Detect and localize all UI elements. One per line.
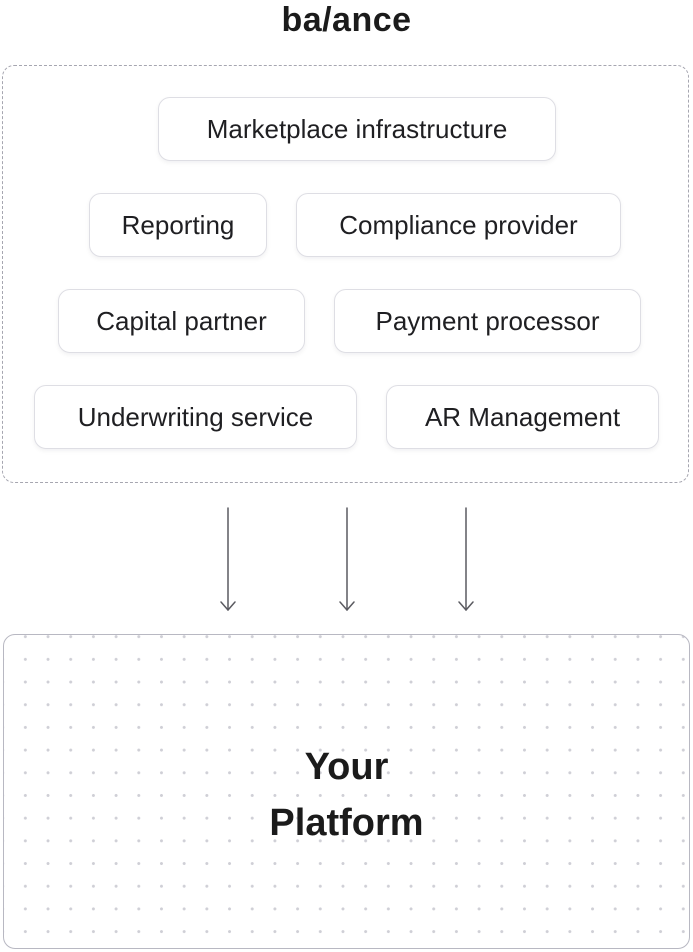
balance-logo: ba/ance (281, 1, 412, 39)
provider-compliance: Compliance provider (296, 193, 621, 257)
provider-capital-partner: Capital partner (58, 289, 305, 353)
your-platform-box: Your Platform (3, 634, 690, 949)
provider-reporting: Reporting (89, 193, 267, 257)
platform-title-line2: Platform (269, 802, 424, 844)
arrow-right (458, 507, 474, 611)
provider-underwriting-service: Underwriting service (34, 385, 357, 449)
provider-marketplace-infrastructure: Marketplace infrastructure (158, 97, 556, 161)
arrow-left (220, 507, 236, 611)
provider-group-frame (2, 65, 689, 483)
provider-ar-management: AR Management (386, 385, 659, 449)
flow-arrows (220, 507, 474, 611)
arrow-center (339, 507, 355, 611)
platform-title-line1: Your (304, 746, 389, 788)
provider-payment-processor: Payment processor (334, 289, 641, 353)
